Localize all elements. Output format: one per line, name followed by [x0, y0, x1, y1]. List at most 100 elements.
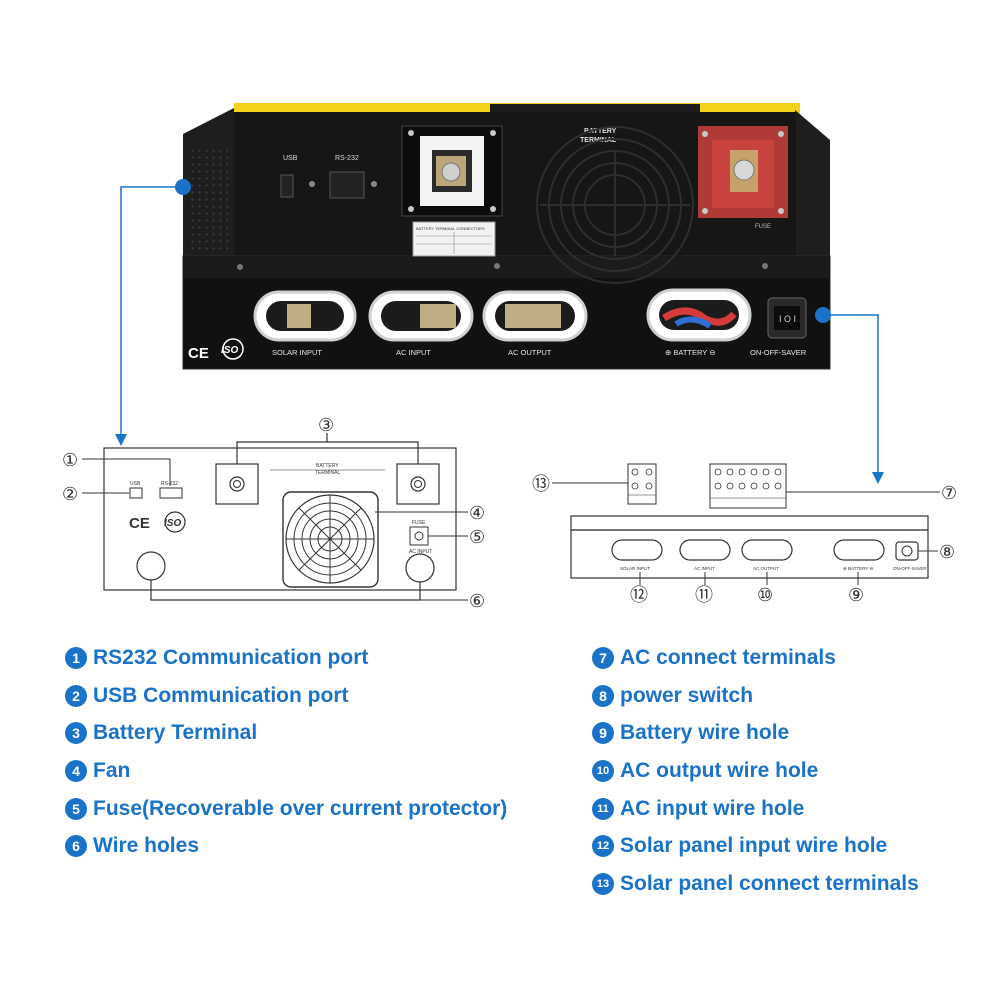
- diagram-ac-in-hole: [679, 539, 731, 561]
- diagram-usb-label: USB: [130, 481, 141, 487]
- diagram-pos-terminal: [396, 463, 440, 505]
- photo-usb-label: USB: [283, 155, 298, 162]
- legend-text: Fuse(Recoverable over current protector): [93, 797, 508, 820]
- legend-number: 8: [592, 685, 614, 707]
- photo-fuse-label: FUSE: [755, 224, 771, 230]
- rear-diagram-text: ① ② ③ ④ ⑤ ⑥ USB RS-232 BATTERY TERMINAL …: [62, 415, 485, 611]
- photo-screw: [309, 181, 315, 187]
- legend-number: 10: [592, 760, 614, 782]
- legend-item: 4 Fan: [65, 757, 130, 785]
- photo-fan: [536, 126, 694, 284]
- legend-number: 3: [65, 722, 87, 744]
- lower-panel-lip: [183, 256, 830, 278]
- legend-text: Wire holes: [93, 834, 200, 857]
- diagram-solar-hole: [611, 539, 663, 561]
- diagram-neg-terminal: [215, 463, 259, 505]
- photo-iso-mark: ISO: [221, 345, 238, 356]
- photo-screw: [702, 131, 708, 137]
- diagram-battery-terminal-label: BATTERY: [316, 463, 339, 469]
- legend-item: 5 Fuse(Recoverable over current protecto…: [65, 795, 507, 823]
- legend-item: 10 AC output wire hole: [592, 757, 818, 785]
- inverter-photo: USB RS-232 BATTERY TERMINAL CONNECTORS B…: [182, 103, 831, 370]
- photo-power-switch-rocker: [774, 306, 800, 330]
- photo-ac-in-label: AC INPUT: [396, 348, 431, 357]
- legend-number: 5: [65, 798, 87, 820]
- legend-item: 7 AC connect terminals: [592, 644, 836, 672]
- photo-screw: [778, 208, 784, 214]
- photo-screw: [408, 206, 414, 212]
- front-body: [570, 529, 929, 579]
- front-body-top: [570, 515, 929, 531]
- legend-left: 1 RS232 Communication port 2 USB Communi…: [65, 644, 565, 874]
- callout-9: ⑨: [848, 585, 864, 605]
- callout-2: ②: [62, 484, 78, 504]
- diagram-usb-port: [129, 487, 143, 499]
- legend-number: 1: [65, 647, 87, 669]
- diagram-battery-hole: [833, 539, 885, 561]
- callout-6: ⑥: [469, 591, 485, 611]
- legend-text: Solar panel input wire hole: [620, 834, 888, 857]
- photo-screw: [778, 131, 784, 137]
- photo-battery-hole: [646, 288, 752, 342]
- callout-7: ⑦: [941, 483, 957, 503]
- legend-item: 9 Battery wire hole: [592, 719, 789, 747]
- callout-12: ⑫: [630, 585, 648, 605]
- legend-item: 3 Battery Terminal: [65, 719, 257, 747]
- side-panel-right: [795, 110, 830, 258]
- legend-number: 12: [592, 835, 614, 857]
- side-vents: [188, 150, 228, 250]
- photo-usb-port: [280, 174, 294, 198]
- diagram-ce-mark: CE: [129, 515, 150, 532]
- photo-screw: [762, 263, 768, 269]
- legend-text: RS232 Communication port: [93, 646, 369, 669]
- legend-item: 8 power switch: [592, 682, 753, 710]
- photo-iso-seal: [222, 338, 244, 360]
- photo-battery-terminal-label: BATTERY: [584, 128, 617, 135]
- photo-screw: [371, 181, 377, 187]
- callout-3: ③: [318, 415, 334, 435]
- legend-text: Fan: [93, 759, 131, 782]
- photo-ac-output-hole: [482, 290, 588, 342]
- legend-item: 6 Wire holes: [65, 832, 199, 860]
- diagram-ac-out-label: AC OUTPUT: [753, 566, 779, 571]
- diagram-switch: [895, 541, 919, 561]
- photo-screw: [408, 130, 414, 136]
- callout-11: ⑪: [695, 585, 713, 605]
- front-line-diagram: [552, 463, 940, 585]
- positive-terminal-bolt: [733, 159, 755, 181]
- diagram-ac-in-label: AC INPUT: [694, 566, 715, 571]
- photo-ac-out-label: AC OUTPUT: [508, 348, 552, 357]
- negative-terminal-bolt: [441, 162, 461, 182]
- photo-rs232-label: RS-232: [335, 155, 359, 162]
- legend-text: AC output wire hole: [620, 759, 819, 782]
- diagram-left-wire-hole: [136, 551, 166, 581]
- photo-solar-hole: [253, 290, 357, 342]
- photo-rs232-port: [329, 171, 365, 199]
- diagram-iso-mark: ISO: [164, 518, 181, 529]
- callout-1: ①: [62, 450, 78, 470]
- diagram-fuse-label: FUSE: [412, 520, 426, 526]
- callout-10: ⑩: [757, 585, 773, 605]
- callout-8: ⑧: [939, 542, 955, 562]
- legend-item: 12 Solar panel input wire hole: [592, 832, 887, 860]
- rear-line-diagram: [82, 433, 468, 601]
- legend-text: AC connect terminals: [620, 646, 836, 669]
- sticker-title: BATTERY TERMINAL CONNECTORS: [416, 226, 485, 231]
- casing-top-slot: [490, 104, 700, 112]
- legend-number: 4: [65, 760, 87, 782]
- diagram-ac-out-hole: [741, 539, 793, 561]
- legend-text: AC input wire hole: [620, 797, 805, 820]
- connector-right: [815, 307, 884, 484]
- front-diagram-text: ⑬ ⑦ ⑧ ⑫ ⑪ ⑩ ⑨ SOLAR INPUT AC INPUT AC OU…: [532, 474, 957, 605]
- legend-item: 1 RS232 Communication port: [65, 644, 368, 672]
- photo-switch-glyph: I O I: [779, 314, 796, 324]
- diagram-rs232-port: [159, 487, 183, 499]
- legend-right: 7 AC connect terminals 8 power switch 9 …: [592, 644, 992, 914]
- photo-ac-input-hole: [368, 290, 474, 342]
- diagram-ac-input-label: AC INPUT: [409, 549, 432, 555]
- legend-number: 2: [65, 685, 87, 707]
- legend-number: 6: [65, 835, 87, 857]
- photo-screw: [237, 264, 243, 270]
- photo-screw: [490, 130, 496, 136]
